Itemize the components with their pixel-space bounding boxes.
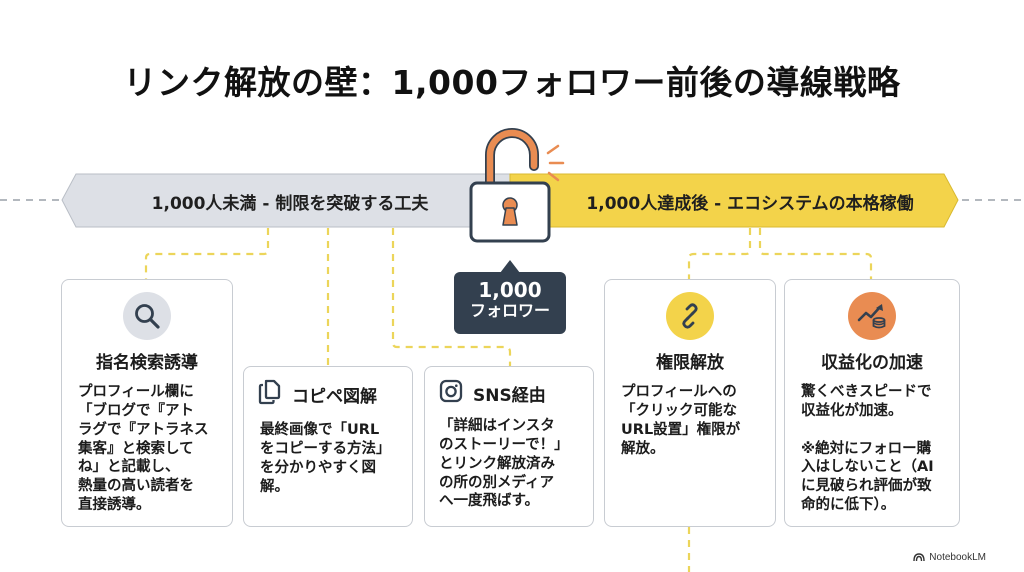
card-permission-unlock: 権限解放 プロフィールへの 「クリック可能な URL設置」権限が 解放。	[604, 279, 776, 527]
instagram-icon	[439, 379, 463, 407]
connector-unlock	[687, 228, 752, 279]
milestone-unit: フォロワー	[469, 301, 550, 320]
unlocked-padlock-icon	[469, 128, 565, 243]
card-revenue-acceleration: 収益化の加速 驚くべきスピードで 収益化が加速。 ※絶対にフォロー購 入はしない…	[784, 279, 960, 527]
milestone-badge: 1,000 フォロワー	[454, 260, 566, 334]
banner-before-1000: 1,000人未満 - 制限を突破する工夫	[151, 194, 429, 214]
card-title: 権限解放	[656, 353, 724, 373]
revenue-growth-icon	[848, 292, 896, 340]
card-title: 収益化の加速	[821, 353, 923, 373]
banner-left-shape	[61, 173, 511, 228]
copy-icon	[258, 379, 282, 409]
card-title: 指名検索誘導	[96, 353, 198, 373]
card-named-search: 指名検索誘導 プロフィール欄に 「ブログで『アト ラグで『アトラネス 集客』と検…	[61, 279, 233, 527]
banner-after-1000: 1,000人達成後 - エコシステムの本格稼働	[586, 194, 914, 214]
card-copy-diagram: コピペ図解 最終画像で「URL をコピーする方法」 を分かりやすく図 解。	[243, 366, 413, 527]
page-title: リンク解放の壁：1,000フォロワー前後の導線戦略	[123, 63, 901, 102]
card-title: コピペ図解	[292, 386, 377, 407]
card-body: プロフィールへの 「クリック可能な URL設置」権限が 解放。	[621, 384, 741, 457]
link-icon	[666, 292, 714, 340]
connector-search	[144, 228, 270, 279]
card-sns-route: SNS経由 「詳細はインスタ のストーリーで！」 とリンク解放済み の所の別メデ…	[424, 366, 594, 527]
milestone-number: 1,000	[478, 278, 542, 302]
connector-revenue	[758, 228, 873, 279]
card-body: 驚くべきスピードで 収益化が加速。 ※絶対にフォロー購 入はしないこと（AI に…	[801, 384, 934, 514]
card-title: SNS経由	[473, 385, 546, 406]
connector-sns	[391, 228, 512, 366]
card-body: 「詳細はインスタ のストーリーで！」 とリンク解放済み の所の別メディア へ一度…	[439, 418, 569, 510]
notebooklm-logo-icon	[913, 553, 925, 562]
brand-label: NotebookLM	[929, 552, 986, 563]
search-icon	[123, 292, 171, 340]
card-body: 最終画像で「URL をコピーする方法」 を分かりやすく図 解。	[260, 422, 391, 495]
notebooklm-watermark: NotebookLM	[913, 552, 986, 563]
card-body: プロフィール欄に 「ブログで『アト ラグで『アトラネス 集客』と検索して ね」と…	[78, 384, 209, 514]
